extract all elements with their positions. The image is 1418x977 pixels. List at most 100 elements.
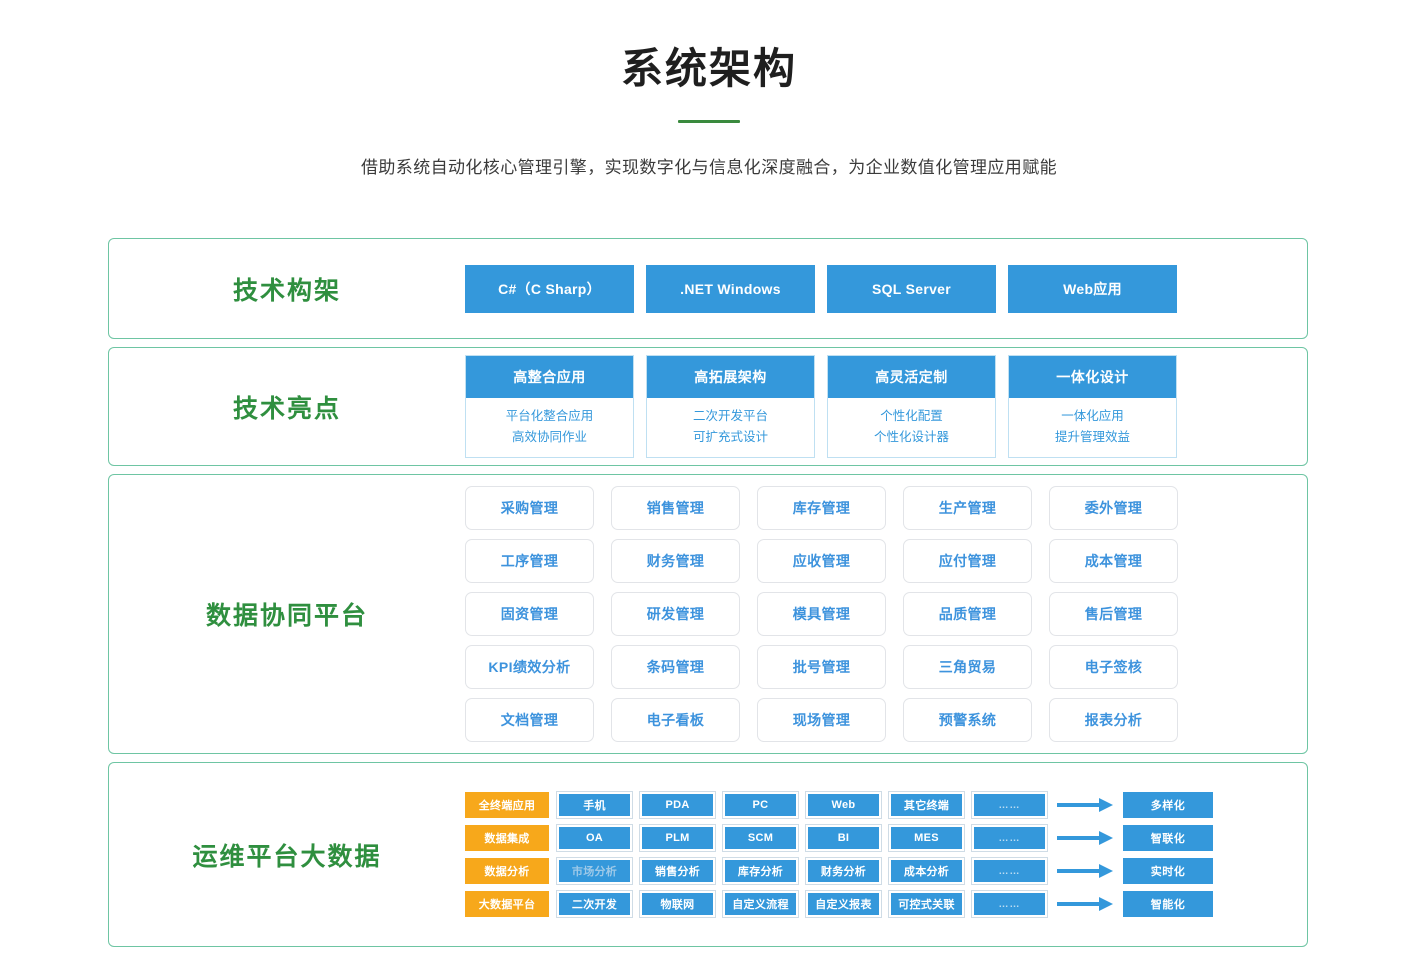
bigdata-cell[interactable]: 自定义报表 bbox=[805, 890, 882, 918]
highlight-card-title: 一体化设计 bbox=[1009, 356, 1176, 398]
highlight-card[interactable]: 高拓展架构二次开发平台可扩充式设计 bbox=[646, 355, 815, 458]
highlight-card-line: 可扩充式设计 bbox=[692, 430, 768, 444]
highlight-card-line: 平台化整合应用 bbox=[505, 409, 594, 423]
highlight-card-line: 个性化设计器 bbox=[873, 430, 949, 444]
highlight-card[interactable]: 一体化设计一体化应用提升管理效益 bbox=[1008, 355, 1177, 458]
bigdata-cell[interactable]: PC bbox=[722, 791, 799, 819]
bigdata-cell[interactable]: 物联网 bbox=[639, 890, 716, 918]
section-body-data-platform: 采购管理销售管理库存管理生产管理委外管理工序管理财务管理应收管理应付管理成本管理… bbox=[465, 486, 1307, 742]
module-chip[interactable]: 生产管理 bbox=[903, 486, 1032, 530]
module-chip[interactable]: 报表分析 bbox=[1049, 698, 1178, 742]
module-grid-row: 固资管理研发管理模具管理品质管理售后管理 bbox=[465, 592, 1307, 636]
tech-stack-item[interactable]: .NET Windows bbox=[646, 264, 815, 313]
highlight-card-title: 高灵活定制 bbox=[828, 356, 995, 398]
bigdata-cell[interactable]: 二次开发 bbox=[556, 890, 633, 918]
bigdata-cell[interactable]: Web bbox=[805, 791, 882, 819]
module-chip[interactable]: 品质管理 bbox=[903, 592, 1032, 636]
module-chip[interactable]: 售后管理 bbox=[1049, 592, 1178, 636]
bigdata-cell[interactable]: 手机 bbox=[556, 791, 633, 819]
module-grid-row: 工序管理财务管理应收管理应付管理成本管理 bbox=[465, 539, 1307, 583]
bigdata-cell[interactable]: MES bbox=[888, 824, 965, 852]
module-grid-row: 采购管理销售管理库存管理生产管理委外管理 bbox=[465, 486, 1307, 530]
section-data-platform: 数据协同平台 采购管理销售管理库存管理生产管理委外管理工序管理财务管理应收管理应… bbox=[108, 474, 1308, 754]
bigdata-category[interactable]: 数据分析 bbox=[465, 858, 549, 884]
bigdata-ellipsis-cell[interactable]: …… bbox=[971, 824, 1048, 852]
bigdata-cell[interactable]: 可控式关联 bbox=[888, 890, 965, 918]
highlight-card[interactable]: 高整合应用平台化整合应用高效协同作业 bbox=[465, 355, 634, 458]
module-chip[interactable]: 现场管理 bbox=[757, 698, 886, 742]
bigdata-result[interactable]: 实时化 bbox=[1123, 858, 1213, 884]
bigdata-cell[interactable]: OA bbox=[556, 824, 633, 852]
bigdata-cell[interactable]: 其它终端 bbox=[888, 791, 965, 819]
title-divider bbox=[678, 120, 740, 124]
highlight-card-body: 个性化配置个性化设计器 bbox=[828, 398, 995, 457]
bigdata-ellipsis-cell[interactable]: …… bbox=[971, 791, 1048, 819]
module-chip[interactable]: 模具管理 bbox=[757, 592, 886, 636]
page-header: 系统架构 借助系统自动化核心管理引擎，实现数字化与信息化深度融合，为企业数值化管… bbox=[0, 0, 1418, 178]
module-chip[interactable]: 应收管理 bbox=[757, 539, 886, 583]
bigdata-cell[interactable]: SCM bbox=[722, 824, 799, 852]
section-label-bigdata-platform: 运维平台大数据 bbox=[192, 842, 382, 871]
highlight-card-line: 高效协同作业 bbox=[511, 430, 587, 444]
highlight-card-body: 平台化整合应用高效协同作业 bbox=[466, 398, 633, 457]
bigdata-result[interactable]: 多样化 bbox=[1123, 792, 1213, 818]
highlight-card-body: 一体化应用提升管理效益 bbox=[1009, 398, 1176, 457]
module-chip[interactable]: 批号管理 bbox=[757, 645, 886, 689]
module-chip[interactable]: 三角贸易 bbox=[903, 645, 1032, 689]
highlight-card-line: 提升管理效益 bbox=[1054, 430, 1130, 444]
module-chip[interactable]: 采购管理 bbox=[465, 486, 594, 530]
module-grid-row: 文档管理电子看板现场管理预警系统报表分析 bbox=[465, 698, 1307, 742]
module-chip[interactable]: KPI绩效分析 bbox=[465, 645, 594, 689]
highlight-card[interactable]: 高灵活定制个性化配置个性化设计器 bbox=[827, 355, 996, 458]
bigdata-ellipsis-cell[interactable]: …… bbox=[971, 857, 1048, 885]
module-chip[interactable]: 应付管理 bbox=[903, 539, 1032, 583]
module-chip[interactable]: 研发管理 bbox=[611, 592, 740, 636]
bigdata-cell[interactable]: 财务分析 bbox=[805, 857, 882, 885]
arrow-right-icon bbox=[1055, 858, 1115, 884]
module-chip[interactable]: 成本管理 bbox=[1049, 539, 1178, 583]
bigdata-row: 数据分析市场分析销售分析库存分析财务分析成本分析…… 实时化 bbox=[465, 857, 1307, 885]
bigdata-cell[interactable]: BI bbox=[805, 824, 882, 852]
page-title: 系统架构 bbox=[620, 45, 797, 92]
tech-stack-item[interactable]: C#（C Sharp） bbox=[465, 264, 634, 313]
module-chip[interactable]: 财务管理 bbox=[611, 539, 740, 583]
module-chip[interactable]: 委外管理 bbox=[1049, 486, 1178, 530]
module-chip[interactable]: 条码管理 bbox=[611, 645, 740, 689]
module-chip[interactable]: 电子签核 bbox=[1049, 645, 1178, 689]
module-chip[interactable]: 库存管理 bbox=[757, 486, 886, 530]
module-chip[interactable]: 预警系统 bbox=[903, 698, 1032, 742]
module-chip[interactable]: 销售管理 bbox=[611, 486, 740, 530]
module-chip[interactable]: 文档管理 bbox=[465, 698, 594, 742]
module-chip[interactable]: 电子看板 bbox=[611, 698, 740, 742]
bigdata-category[interactable]: 数据集成 bbox=[465, 825, 549, 851]
highlight-card-body: 二次开发平台可扩充式设计 bbox=[647, 398, 814, 457]
bigdata-result[interactable]: 智联化 bbox=[1123, 825, 1213, 851]
module-grid: 采购管理销售管理库存管理生产管理委外管理工序管理财务管理应收管理应付管理成本管理… bbox=[465, 486, 1307, 742]
module-chip[interactable]: 固资管理 bbox=[465, 592, 594, 636]
tech-stack-item[interactable]: Web应用 bbox=[1008, 264, 1177, 313]
bigdata-row: 大数据平台二次开发物联网自定义流程自定义报表可控式关联…… 智能化 bbox=[465, 890, 1307, 918]
bigdata-category[interactable]: 大数据平台 bbox=[465, 891, 549, 917]
highlight-card-title: 高整合应用 bbox=[466, 356, 633, 398]
bigdata-cell[interactable]: PLM bbox=[639, 824, 716, 852]
section-body-tech-highlights: 高整合应用平台化整合应用高效协同作业高拓展架构二次开发平台可扩充式设计高灵活定制… bbox=[465, 355, 1307, 458]
bigdata-cell[interactable]: 市场分析 bbox=[556, 857, 633, 885]
bigdata-result[interactable]: 智能化 bbox=[1123, 891, 1213, 917]
bigdata-category[interactable]: 全终端应用 bbox=[465, 792, 549, 818]
bigdata-cell[interactable]: 自定义流程 bbox=[722, 890, 799, 918]
module-chip[interactable]: 工序管理 bbox=[465, 539, 594, 583]
bigdata-ellipsis-cell[interactable]: …… bbox=[971, 890, 1048, 918]
bigdata-cell[interactable]: 库存分析 bbox=[722, 857, 799, 885]
bigdata-cell[interactable]: 销售分析 bbox=[639, 857, 716, 885]
bigdata-cell[interactable]: PDA bbox=[639, 791, 716, 819]
bigdata-cell[interactable]: 成本分析 bbox=[888, 857, 965, 885]
section-label-tech-stack: 技术构架 bbox=[232, 276, 341, 305]
arrow-right-icon bbox=[1055, 891, 1115, 917]
tech-stack-item[interactable]: SQL Server bbox=[827, 264, 996, 313]
